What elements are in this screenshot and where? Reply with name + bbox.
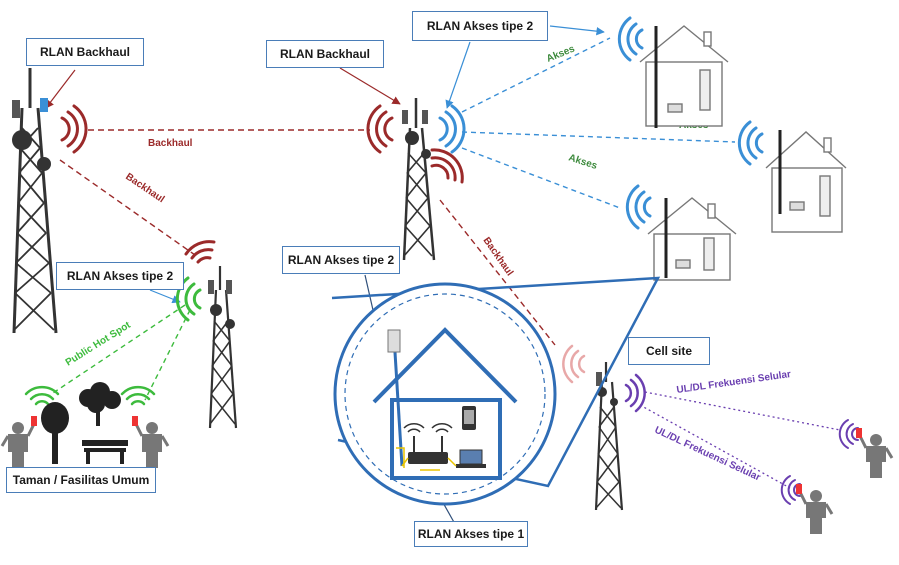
- tree-icon: [41, 402, 69, 464]
- backhaul-link-center: [439, 199, 556, 346]
- wifi-icon: [625, 184, 652, 230]
- callout-rlan-backhaul-left: RLAN Backhaul: [26, 38, 144, 66]
- akses-label-1: Akses: [545, 43, 577, 64]
- wifi-icon: [184, 240, 216, 264]
- wifi-icon: [838, 419, 859, 449]
- callout-rlan-akses-tipe2-left: RLAN Akses tipe 2: [56, 262, 184, 290]
- bench-icon: [82, 440, 128, 464]
- backhaul-links: [59, 129, 556, 346]
- tower-icon: [402, 98, 436, 261]
- wifi-icon: [366, 104, 394, 154]
- callout-rlan-backhaul-center: RLAN Backhaul: [266, 40, 384, 68]
- person-icon: [856, 428, 894, 478]
- tower-icon: [208, 266, 238, 429]
- hotspot-links: [49, 304, 191, 401]
- wifi-icon: [562, 344, 586, 384]
- callout-cell-site: Cell site: [628, 337, 710, 365]
- phone-icon: [462, 406, 476, 430]
- backhaul-label-top: Backhaul: [148, 138, 193, 149]
- callout-rlan-akses-tipe2-mid: RLAN Akses tipe 2: [282, 246, 400, 274]
- person-icon: [796, 484, 834, 534]
- tower-icon: [594, 362, 624, 511]
- hotspot-link-right: [144, 309, 191, 401]
- wifi-icon: [24, 385, 60, 406]
- akses-link-1: [461, 37, 611, 113]
- router-icon: [403, 423, 453, 464]
- akses-link-3: [461, 147, 621, 209]
- wifi-icon: [617, 16, 644, 62]
- cellular-label-1: UL/DL Frekuensi Selular: [676, 369, 792, 396]
- wifi-icon: [438, 104, 466, 154]
- zoom-callout: [331, 276, 661, 506]
- wifi-icon: [430, 148, 464, 184]
- laptop-icon: [456, 449, 486, 468]
- person-icon: [132, 416, 170, 468]
- wifi-icon: [624, 373, 646, 413]
- person-icon: [0, 416, 37, 468]
- akses-label-3: Akses: [567, 152, 599, 172]
- callout-taman: Taman / Fasilitas Umum: [6, 467, 156, 493]
- wifi-icon: [737, 120, 764, 166]
- tree-icon: [79, 382, 121, 426]
- wifi-icon: [175, 276, 202, 322]
- cellular-links: [639, 391, 841, 489]
- callout-rlan-akses-tipe1: RLAN Akses tipe 1: [414, 521, 528, 547]
- house-icon: [765, 130, 847, 233]
- hotspot-label: Public Hot Spot: [64, 319, 134, 368]
- house-icon: [639, 25, 729, 128]
- wifi-icon: [60, 104, 88, 154]
- callout-rlan-akses-tipe2-top: RLAN Akses tipe 2: [412, 11, 548, 41]
- backhaul-label-left: Backhaul: [123, 171, 166, 205]
- backhaul-link-left: [59, 159, 196, 256]
- cellular-label-2: UL/DL Frekuensi Selular: [653, 425, 762, 484]
- tower-icon: [12, 68, 58, 334]
- cellular-link-1: [644, 391, 841, 431]
- house-icon: [647, 197, 737, 281]
- akses-link-2: [461, 131, 736, 143]
- hotspot-link-left: [49, 304, 186, 396]
- indoor-access-point: [387, 329, 457, 471]
- wifi-icon: [120, 385, 156, 406]
- cellular-link-2: [639, 404, 791, 489]
- akses-links: [461, 37, 736, 209]
